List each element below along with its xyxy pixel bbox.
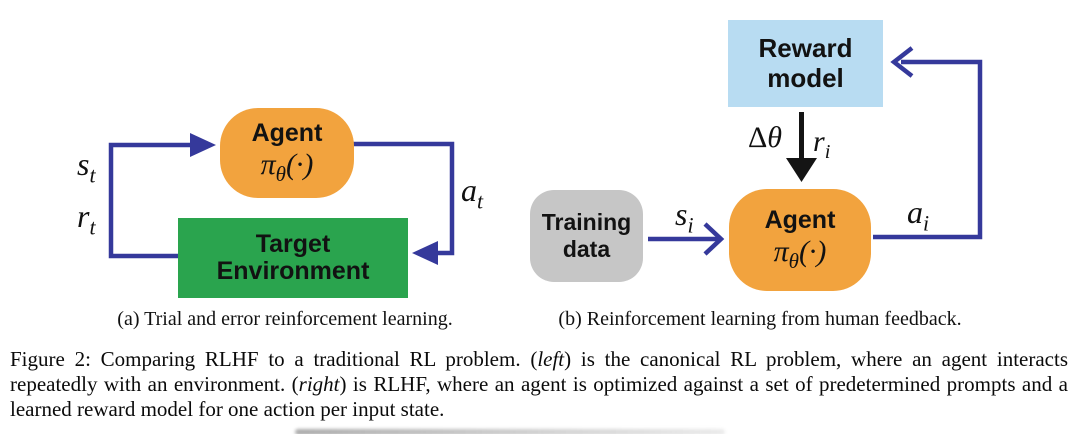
training-data-label-line1: Training (541, 208, 632, 235)
training-data-label-line2: data (562, 236, 611, 262)
caption-middle: ) is the canonical RL problem, where an … (10, 347, 1068, 396)
state-arrowhead (703, 222, 725, 256)
training-data-node: Training data (530, 190, 643, 282)
cropped-content-edge (295, 429, 725, 434)
subcaption-b: (b) Reinforcement learning from human fe… (558, 308, 962, 330)
agent-b-policy: πθ(·) (773, 234, 827, 273)
action-feedback-arrowhead (890, 46, 914, 78)
environment-label-line2: Environment (216, 257, 370, 285)
agent-a-policy: πθ(·) (260, 147, 314, 186)
agent-a-title: Agent (251, 118, 323, 147)
caption-right-word: right (298, 372, 340, 396)
state-label-b: si (675, 196, 694, 238)
agent-node-a: Agent πθ(·) (220, 108, 354, 198)
environment-label-line1: Target (255, 229, 331, 258)
subcaption-a: (a) Trial and error reinforcement learni… (117, 308, 453, 330)
reward-model-label-line1: Reward (758, 32, 853, 63)
reward-model-label-line2: model (767, 62, 844, 93)
state-reward-arrowhead (190, 133, 216, 157)
action-arrowhead (412, 241, 438, 265)
agent-b-title: Agent (764, 205, 836, 234)
figure-caption: Figure 2: Comparing RLHF to a traditiona… (10, 347, 1068, 422)
action-label-b: ai (907, 194, 930, 236)
reward-model-node: Reward model (728, 20, 883, 107)
reward-label-a: rt (77, 198, 96, 240)
agent-node-b: Agent πθ(·) (729, 189, 871, 291)
delta-theta-label: Δθ (748, 121, 783, 154)
caption-suffix: ) is RLHF, where an agent is optimized a… (10, 372, 1068, 421)
environment-node: Target Environment (178, 218, 408, 298)
caption-prefix: Figure 2: Comparing RLHF to a traditiona… (10, 347, 538, 371)
reward-label-b: ri (813, 125, 831, 163)
caption-left-word: left (537, 347, 565, 371)
action-label-a: at (461, 172, 484, 214)
state-label-a: st (77, 146, 96, 188)
